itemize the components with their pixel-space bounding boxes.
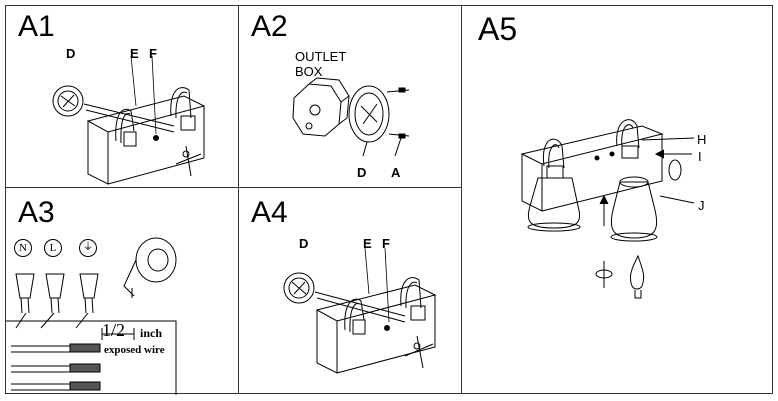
measure-half: 1/2 <box>102 320 126 340</box>
symbol-neutral: N <box>14 239 32 257</box>
exposed-wire-caption: exposed wire <box>104 344 165 356</box>
panel-a1: A1 D E F <box>5 5 239 188</box>
label-e: E <box>363 236 372 251</box>
label-f: F <box>382 236 390 251</box>
a5-fixture-drawing <box>462 6 774 395</box>
label-h: H <box>697 132 707 147</box>
panel-a2-title: A2 <box>251 10 288 43</box>
label-i: I <box>698 149 702 164</box>
panel-a4: A4 D E F <box>238 187 462 394</box>
panel-a3-title: A3 <box>18 196 55 229</box>
a3-wiring-drawing <box>6 188 240 395</box>
measure-unit: inch <box>140 326 163 340</box>
a1-bracket-drawing <box>6 6 240 189</box>
label-d: D <box>357 165 367 180</box>
label-j: J <box>698 198 705 213</box>
a2-outlet-box-drawing <box>239 6 463 189</box>
panel-a3: A3 N L ⏚ 1/2 inch exposed wire <box>5 187 239 394</box>
panel-a5-title: A5 <box>478 11 518 47</box>
panel-a2: A2 OUTLET BOX D A <box>238 5 462 188</box>
label-d: D <box>299 236 309 251</box>
symbol-live: L <box>44 239 62 257</box>
a4-bracket-drawing <box>239 188 463 395</box>
label-f: F <box>149 46 157 61</box>
symbol-ground: ⏚ <box>79 239 97 257</box>
panel-a1-title: A1 <box>18 10 55 43</box>
outlet-box-label-line1: OUTLET <box>295 49 347 64</box>
panel-a4-title: A4 <box>251 196 288 229</box>
label-a: A <box>391 165 401 180</box>
outlet-box-label-line2: BOX <box>295 64 323 79</box>
panel-a5: A5 H I J <box>461 5 773 394</box>
label-d: D <box>66 46 76 61</box>
label-e: E <box>130 46 139 61</box>
